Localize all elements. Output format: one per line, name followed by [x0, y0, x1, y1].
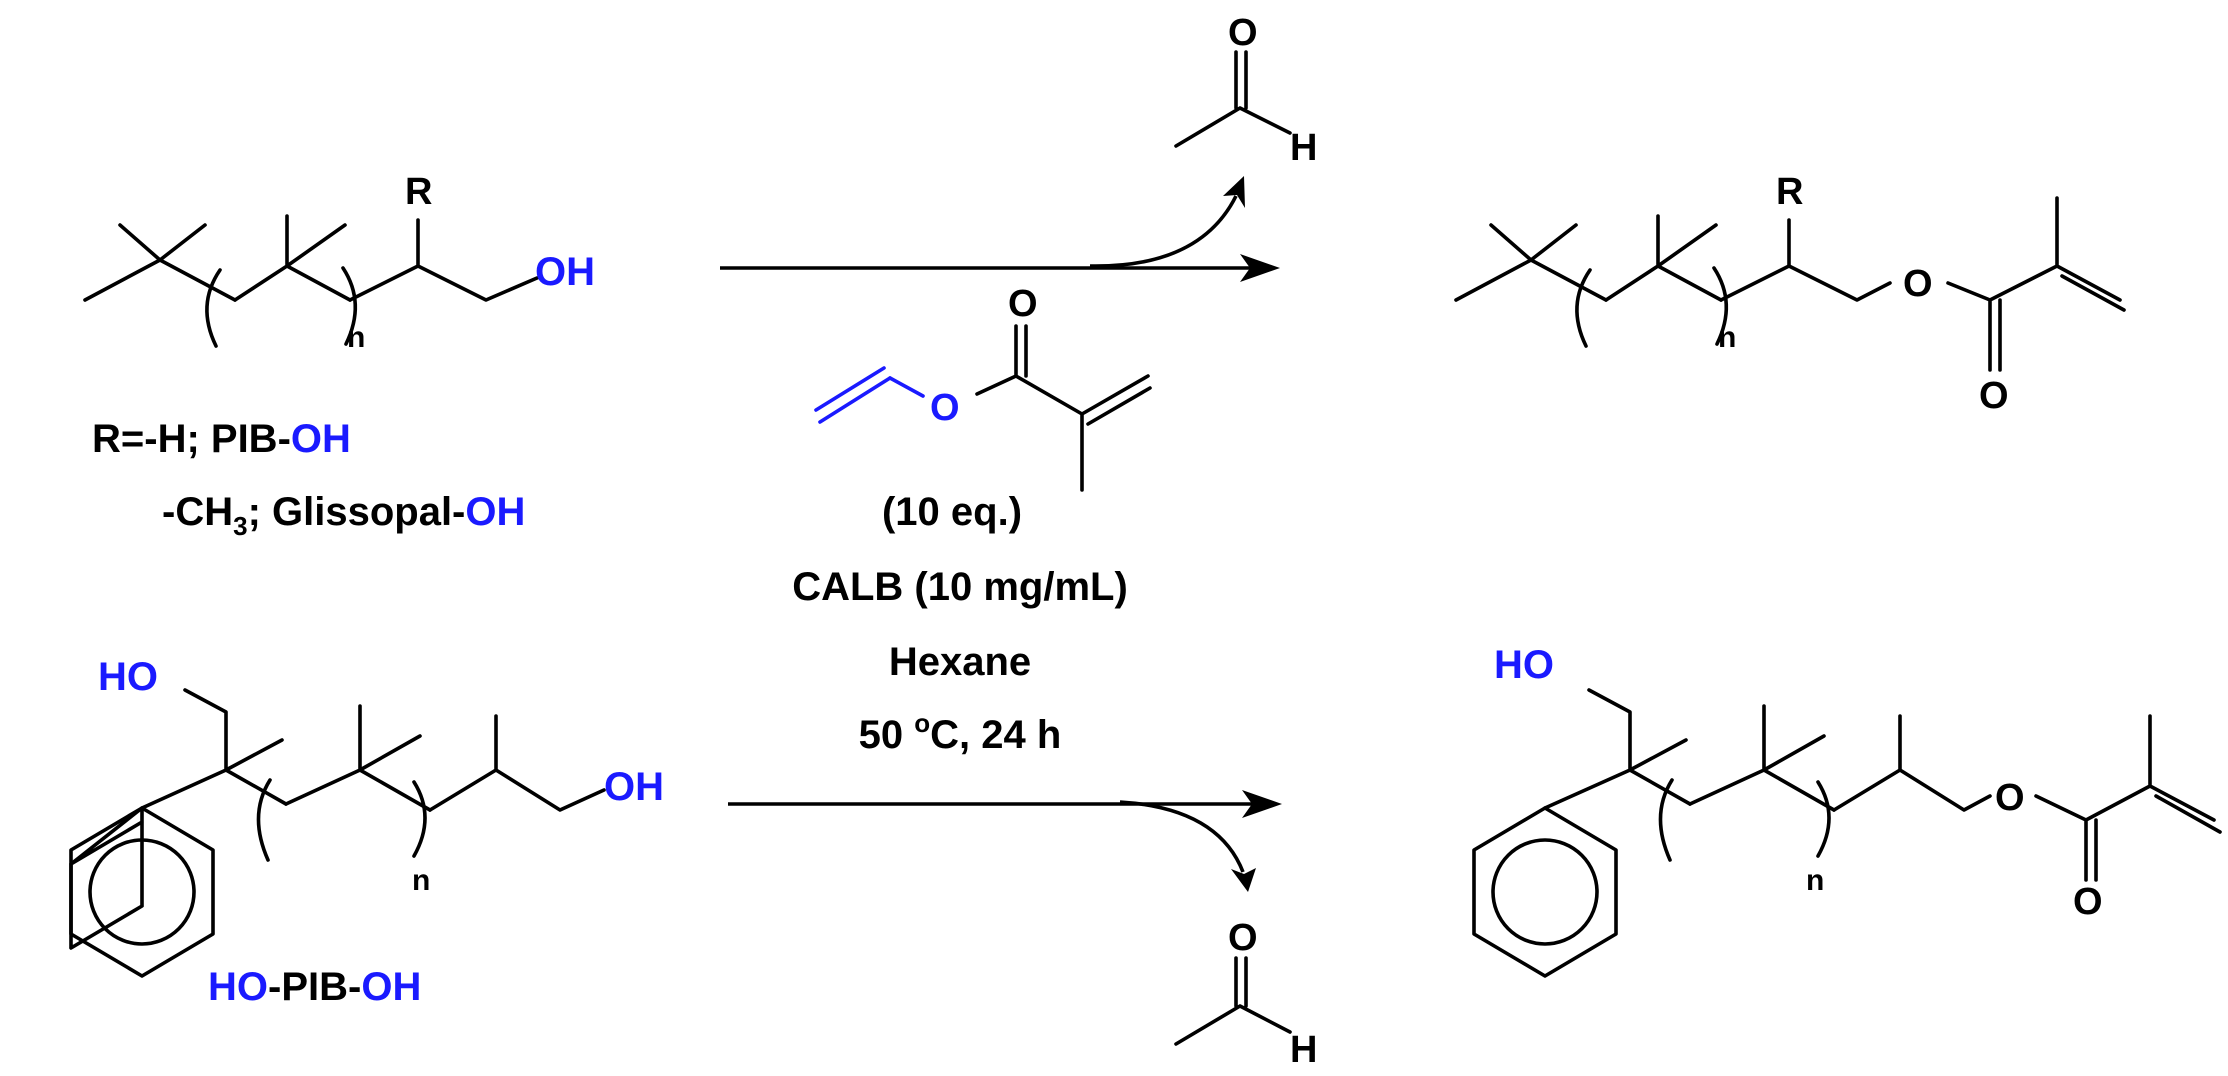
carbonyl-oxygen-label: O	[1008, 283, 1038, 325]
equivalents-label: (10 eq.)	[882, 490, 1022, 534]
repeat-subscript: n	[412, 864, 430, 897]
hydroxyl-label: OH	[535, 250, 595, 294]
reactant-bottom-caption: HO-PIB-OH	[208, 965, 421, 1009]
r-group-label: R	[405, 171, 432, 213]
aldehyde-oxygen-label: O	[1228, 917, 1258, 959]
r-definition-line-1: R=-H; PIB-OH	[92, 417, 351, 461]
repeat-subscript: n	[1718, 321, 1736, 354]
product-bottom-structure: HO O O n	[1472, 643, 2222, 978]
solvent-label: Hexane	[889, 640, 1031, 684]
aldehyde-oxygen-label: O	[1228, 12, 1258, 54]
vinyl-methacrylate-structure: O O	[814, 283, 1152, 492]
byproduct-release-arrow-bottom	[1119, 800, 1256, 892]
reactant-top-caption: R=-H; PIB-OH -CH3; Glissopal-OH	[92, 417, 525, 541]
r-group-label: R	[1776, 171, 1803, 213]
ester-oxygen-label: O	[1995, 777, 2025, 819]
reactant-bottom-structure: HO OH n	[69, 655, 664, 978]
aldehyde-hydrogen-label: H	[1290, 1029, 1317, 1071]
acetaldehyde-bottom: O H	[1174, 917, 1317, 1071]
hydroxyl-right-label: OH	[604, 765, 664, 809]
repeat-subscript: n	[1806, 864, 1824, 897]
temperature-time-label: 50 oC, 24 h	[859, 708, 1062, 757]
ho-pib-oh-label: HO-PIB-OH	[208, 965, 421, 1009]
reaction-arrow-top	[720, 254, 1280, 282]
hydroxyl-left-label: HO	[98, 655, 158, 699]
reaction-conditions: (10 eq.) CALB (10 mg/mL) Hexane 50 oC, 2…	[792, 490, 1128, 757]
r-definition-line-2: -CH3; Glissopal-OH	[162, 490, 525, 541]
catalyst-label: CALB (10 mg/mL)	[792, 565, 1128, 609]
hydroxyl-left-label: HO	[1494, 643, 1554, 687]
reactant-top-structure: R OH n	[83, 171, 595, 354]
carbonyl-oxygen-label: O	[1979, 375, 2009, 417]
byproduct-release-arrow-top	[1089, 176, 1245, 268]
acetaldehyde-top: O H	[1174, 12, 1317, 169]
carbonyl-oxygen-label: O	[2073, 881, 2103, 923]
reaction-arrow-bottom	[728, 790, 1282, 818]
aldehyde-hydrogen-label: H	[1290, 127, 1317, 169]
product-top-structure: R O O n	[1454, 171, 2126, 417]
ester-oxygen-label: O	[930, 387, 960, 429]
repeat-subscript: n	[347, 321, 365, 354]
ester-oxygen-label: O	[1903, 263, 1933, 305]
